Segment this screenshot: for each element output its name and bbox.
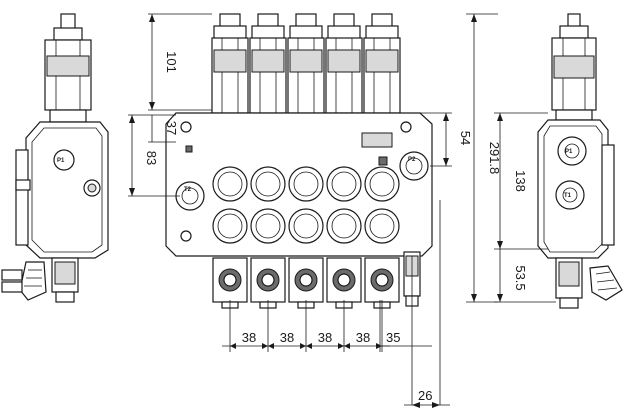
work-port-icon (288, 208, 324, 244)
work-port-icon (326, 208, 362, 244)
dimension-lines: 101 37 83 54 291.8 138 (128, 13, 556, 408)
right-p1-label: P1 (565, 149, 573, 155)
actuator-cap (325, 13, 363, 114)
front-view: T2 P2 (165, 13, 433, 309)
left-side-view: P1 (1, 13, 109, 303)
actuator-cap (363, 13, 401, 114)
right-p1-port-icon (557, 136, 587, 166)
actuator-cap (249, 13, 287, 114)
work-port-icon (326, 166, 362, 202)
spool-housing (364, 257, 400, 309)
p2-label: P2 (408, 157, 416, 163)
name-plate (361, 132, 393, 148)
work-ports (212, 166, 400, 244)
right-t1-port-icon (555, 180, 585, 210)
actuator-cap (287, 13, 325, 114)
dim-pitch-38: 38 (242, 330, 256, 345)
dim-35: 35 (386, 330, 400, 345)
work-port-icon (364, 166, 400, 202)
work-port-icon (212, 208, 248, 244)
p2-port-icon (399, 151, 429, 181)
dim-37: 37 (164, 121, 179, 135)
actuator-caps (211, 13, 401, 114)
pitch-dimensions: 38 38 38 38 (222, 300, 390, 352)
left-p1-port-icon (53, 149, 75, 171)
actuator-cap (211, 13, 249, 114)
work-port-icon (212, 166, 248, 202)
spool-housing (288, 257, 324, 309)
dim-26: 26 (418, 388, 432, 403)
spool-housing (212, 257, 248, 309)
dim-291-8: 291.8 (487, 142, 502, 175)
dim-138: 138 (513, 170, 528, 192)
lower-spool-housings (212, 257, 400, 309)
dim-101: 101 (164, 51, 179, 73)
left-p1-label: P1 (57, 158, 65, 164)
work-port-icon (250, 166, 286, 202)
work-port-icon (250, 208, 286, 244)
dim-pitch-38: 38 (280, 330, 294, 345)
right-side-view: P1 T1 (537, 13, 623, 309)
dim-pitch-38: 38 (318, 330, 332, 345)
t2-label: T2 (184, 187, 192, 193)
dim-54: 54 (458, 131, 473, 145)
right-t1-label: T1 (564, 193, 572, 199)
work-port-icon (288, 166, 324, 202)
dim-83: 83 (144, 151, 159, 165)
dim-pitch-38: 38 (356, 330, 370, 345)
dim-53-5: 53.5 (513, 265, 528, 290)
work-port-icon (364, 208, 400, 244)
